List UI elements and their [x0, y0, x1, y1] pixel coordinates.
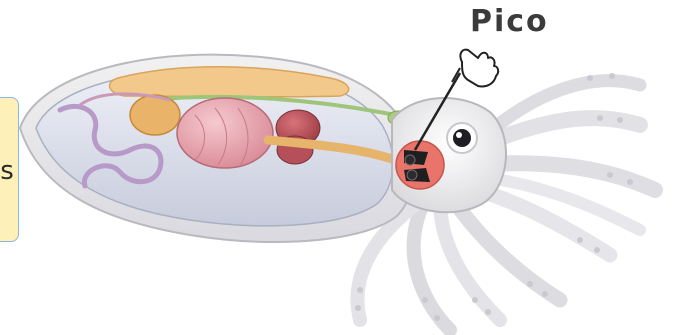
- beak-label: Pico: [470, 4, 549, 39]
- beak: [396, 141, 444, 189]
- digestive-gland: [130, 95, 180, 135]
- pointing-hand-icon: [452, 50, 498, 87]
- stomach: [177, 98, 273, 168]
- eye: [447, 123, 477, 153]
